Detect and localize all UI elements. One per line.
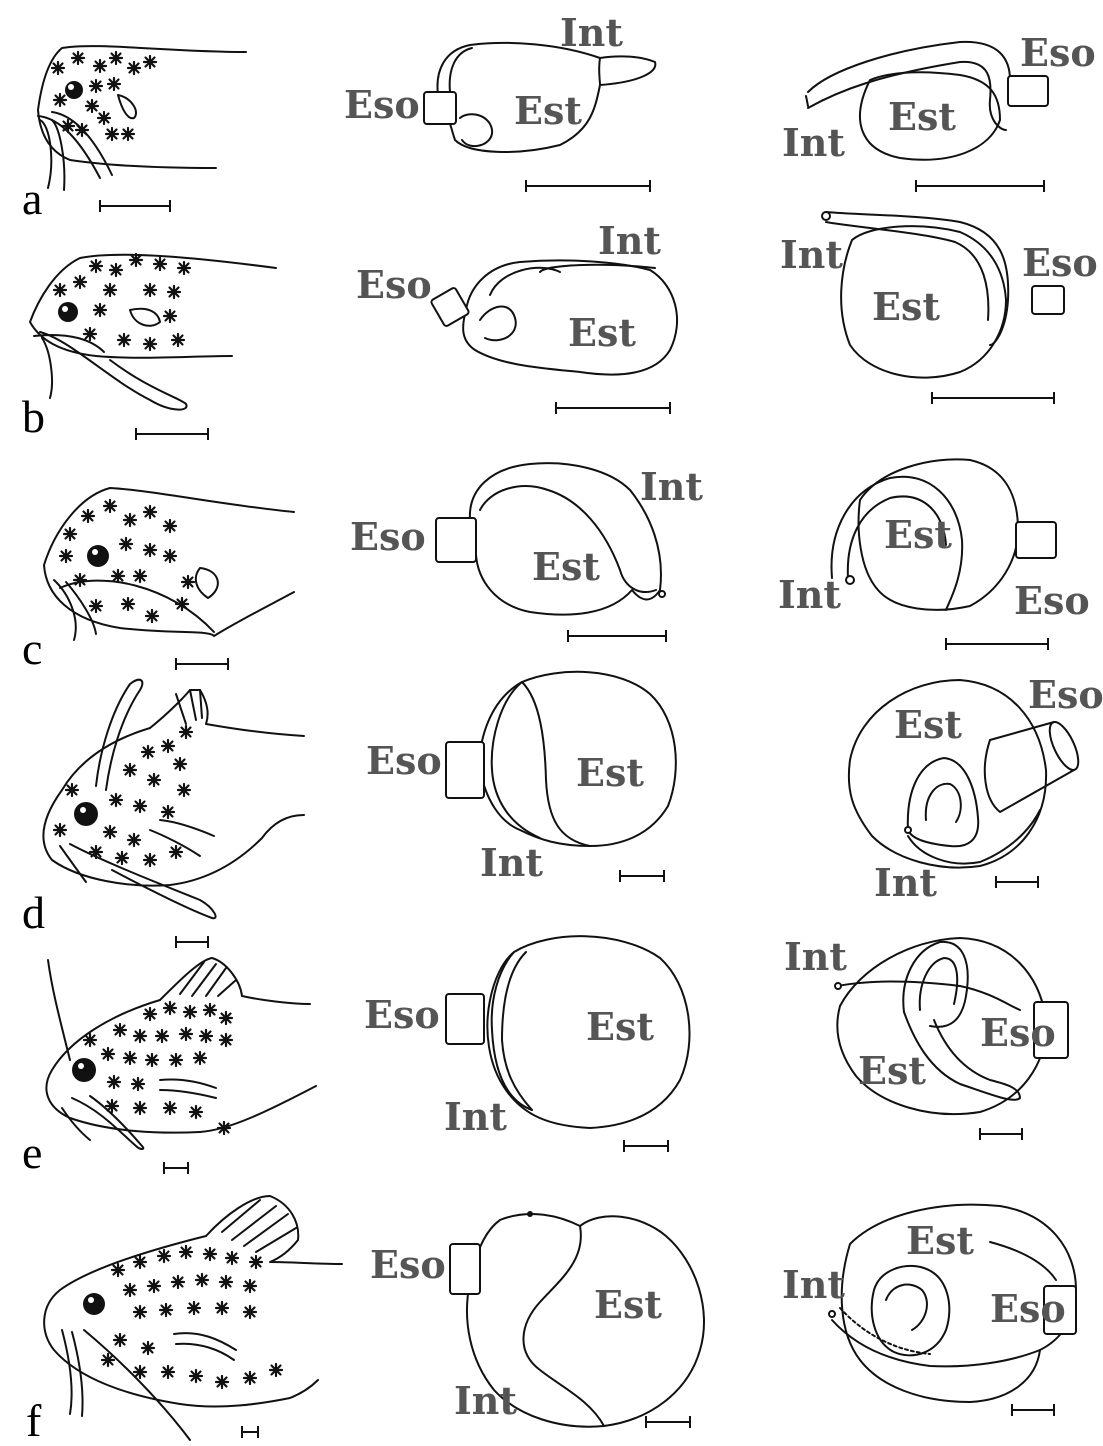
panel-c-head [44,488,294,670]
label-est: Est [568,310,636,355]
label-int: Int [444,1094,507,1139]
panel-f-head [44,1196,342,1440]
label-est: Est [894,702,962,747]
label-eso: Eso [370,1242,446,1287]
pigment-spots [54,254,190,350]
label-est: Est [872,284,940,329]
panel-b-stomach-left [430,260,677,414]
label-eso: Eso [350,514,426,559]
row-label-f: f [26,1395,42,1446]
label-est: Est [888,94,956,139]
panel-e-head [46,958,316,1174]
label-int: Int [780,232,843,277]
label-int: Int [782,120,845,165]
label-eso: Eso [356,262,432,307]
panel-d-head [43,680,304,948]
label-eso: Eso [1028,672,1103,717]
label-int: Int [784,934,847,979]
label-eso: Eso [1020,30,1096,75]
label-eso: Eso [1014,578,1090,623]
label-int: Int [560,10,623,55]
label-eso: Eso [990,1286,1066,1331]
label-int: Int [454,1378,517,1423]
label-est: Est [576,750,644,795]
pigment-spots [102,1246,282,1388]
label-int: Int [640,464,703,509]
label-est: Est [594,1282,662,1327]
pigment-spots [54,726,192,866]
label-int: Int [874,860,937,905]
label-est: Est [884,512,952,557]
pigment-spots [60,500,194,622]
label-eso: Eso [1022,240,1098,285]
label-eso: Eso [344,82,420,127]
row-label-c: c [22,623,42,674]
label-int: Int [782,1262,845,1307]
label-est: Est [906,1218,974,1263]
panel-b-head [30,254,276,440]
label-est: Est [532,544,600,589]
label-eso: Eso [366,738,442,783]
label-est: Est [586,1004,654,1049]
row-label-e: e [22,1127,42,1178]
row-label-b: b [22,391,45,442]
label-int: Int [778,572,841,617]
row-label-a: a [22,173,42,224]
row-label-d: d [22,887,45,938]
label-eso: Eso [364,992,440,1037]
label-eso: Eso [980,1010,1056,1055]
label-est: Est [514,88,582,133]
label-est: Est [858,1048,926,1093]
panel-a-head [38,46,246,212]
label-int: Int [598,218,661,263]
label-int: Int [480,840,543,885]
